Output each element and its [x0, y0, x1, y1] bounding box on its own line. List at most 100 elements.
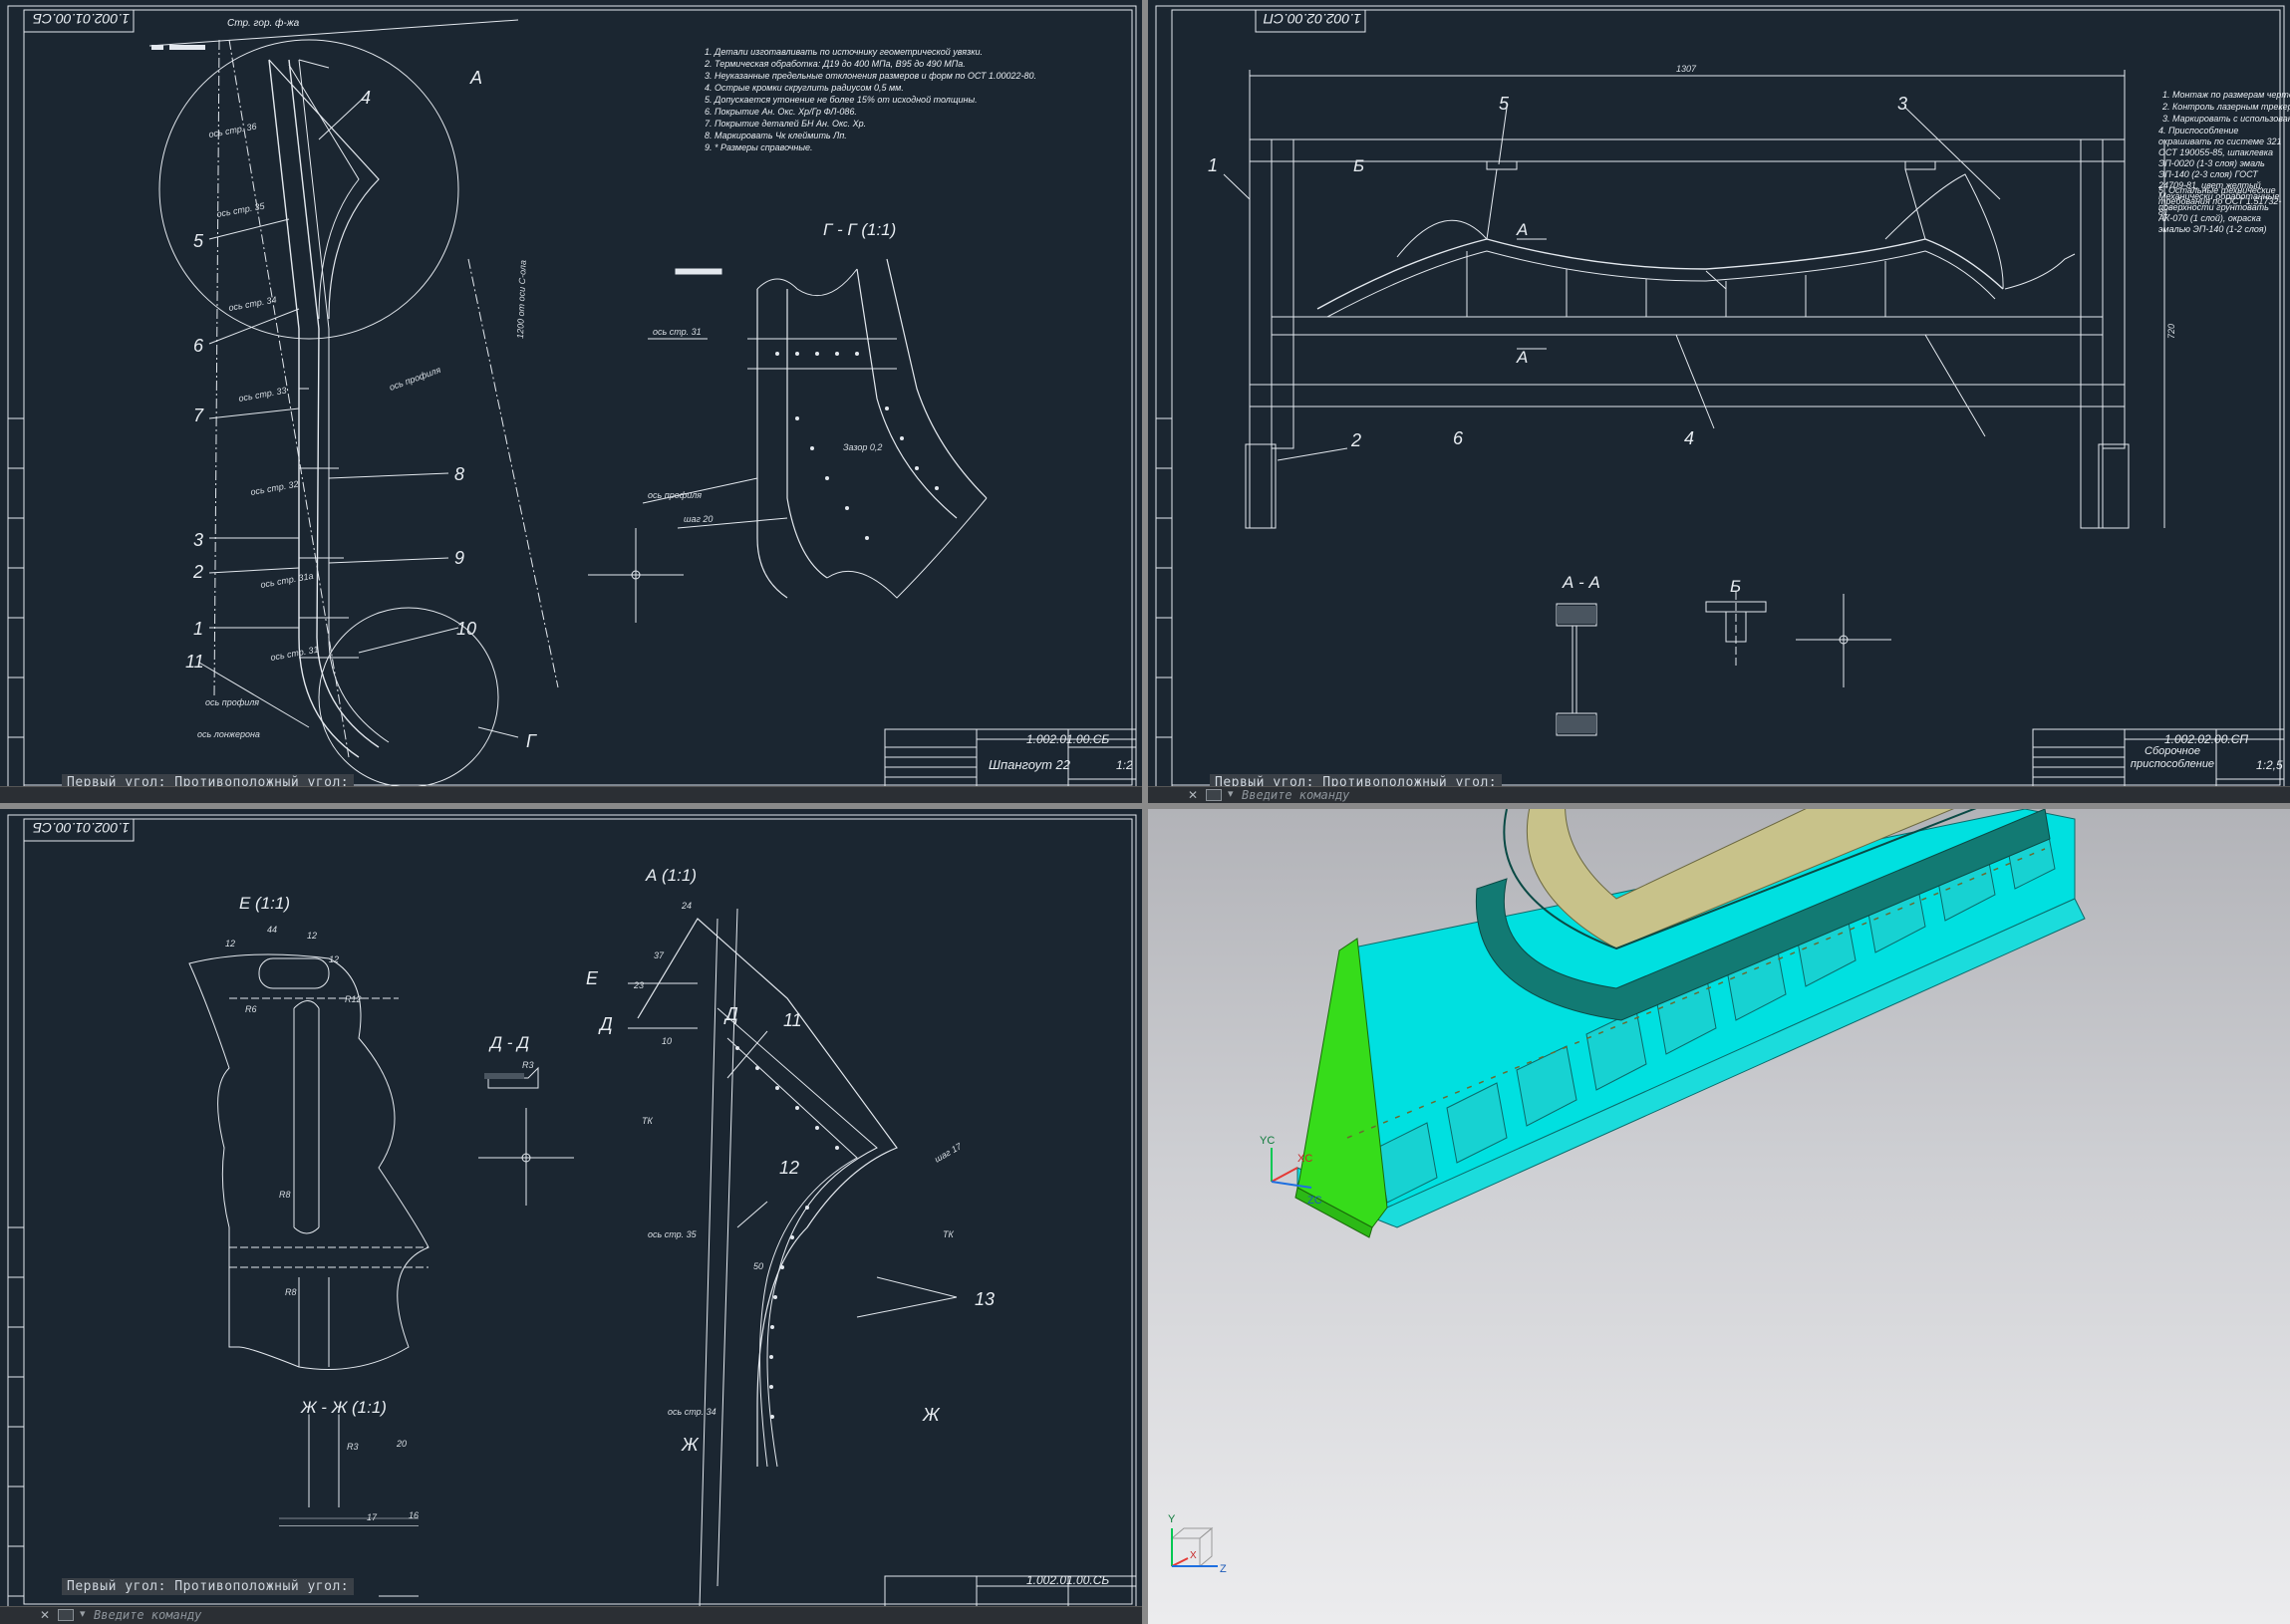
svg-text:5. Допускается утонение не бол: 5. Допускается утонение не более 15% от …: [705, 95, 978, 105]
view-e-title: Е (1:1): [239, 894, 290, 913]
command-input[interactable]: Введите команду: [94, 1608, 202, 1622]
cap-strip: [1526, 809, 1954, 949]
inner-strip: [1475, 809, 2051, 1021]
sheet-2-stamp-code: 1.002.02.00.СП: [2164, 732, 2248, 746]
close-icon[interactable]: ✕: [1188, 788, 1199, 802]
chevron-down-icon[interactable]: ▾: [80, 1608, 86, 1620]
detail-circle-a: [158, 39, 459, 340]
svg-text:2. Контроль лазерным трекером: 2. Контроль лазерным трекером LTD - 600: [2161, 102, 2290, 112]
viewport-sheet-2[interactable]: 1.002.02.00.СП 1307 720 1. Монтаж по раз…: [1148, 0, 2290, 803]
svg-text:шаг 17: шаг 17: [933, 1141, 964, 1165]
section-zhzh-title: Ж - Ж (1:1): [300, 1398, 387, 1417]
svg-text:ТК: ТК: [943, 1229, 954, 1239]
overall-height: 720: [2166, 324, 2176, 339]
svg-text:А: А: [1516, 220, 1528, 239]
sheet-2-balloons: 1 2 3 4 5 6: [1208, 94, 1907, 450]
svg-text:ZC: ZC: [1307, 1195, 1322, 1207]
svg-text:X: X: [1190, 1550, 1197, 1561]
svg-text:50: 50: [753, 1261, 763, 1271]
svg-text:17: 17: [367, 1512, 378, 1522]
command-bar[interactable]: ✕ ▾ Введите команду: [0, 1606, 1142, 1624]
svg-text:ось профиля: ось профиля: [388, 365, 441, 393]
section-title-g: Г - Г (1:1): [823, 220, 896, 239]
sheet-1-axis-labels: ось стр. 36 ось стр. 35 ось стр. 34 ось …: [197, 122, 528, 739]
svg-text:Б: Б: [1353, 156, 1364, 175]
sheet-2-mirror-code: 1.002.02.00.СП: [1263, 11, 1361, 27]
sheet-3-letters: Е Д Д Ж Ж: [586, 968, 941, 1455]
svg-text:Д: Д: [598, 1014, 613, 1034]
svg-text:2: 2: [1350, 430, 1361, 450]
svg-text:Д: Д: [723, 1004, 738, 1024]
svg-text:1. Детали изготавливать по ист: 1. Детали изготавливать по источнику гео…: [705, 47, 983, 57]
sheet-1-notes: 1. Детали изготавливать по источнику гео…: [704, 47, 1036, 152]
svg-text:ось стр. 35: ось стр. 35: [216, 201, 267, 219]
svg-text:R8: R8: [285, 1287, 297, 1297]
svg-text:А: А: [469, 68, 482, 88]
dimensions-e: 44 12 12 12 R6 R12 R8 R8: [225, 925, 362, 1297]
svg-text:3. Маркировать с использование: 3. Маркировать с использованием трафарет…: [2162, 114, 2290, 124]
sheet-2-part-name: Сборочное приспособление: [2130, 745, 2215, 770]
sheet-2-notes: 1. Монтаж по размерам чертежа. 2. Контро…: [2158, 90, 2290, 234]
svg-text:ось стр. 34: ось стр. 34: [228, 295, 278, 313]
command-icon[interactable]: [58, 1609, 74, 1621]
svg-text:R8: R8: [279, 1190, 291, 1200]
svg-text:3. Неуказанные предельные откл: 3. Неуказанные предельные отклонения раз…: [705, 71, 1036, 81]
section-dd-title: Д - Д: [488, 1033, 529, 1052]
svg-text:Г: Г: [526, 731, 537, 751]
svg-text:ось стр. 32: ось стр. 32: [250, 479, 300, 497]
sheet-1-balloons: А 4 5 6 7 3 2 1 8 9 10 11 Г: [185, 68, 537, 751]
chevron-down-icon[interactable]: ▾: [1228, 788, 1234, 800]
sheet-1-stamp-code: 1.002.01.00.СБ: [1026, 732, 1109, 746]
svg-text:20: 20: [396, 1439, 407, 1449]
svg-text:ось стр. 31: ось стр. 31: [653, 327, 702, 337]
svg-text:4: 4: [361, 88, 371, 108]
wcs-marker: YC XC ZC: [1260, 1135, 1322, 1207]
view-a-title: А (1:1): [645, 866, 697, 885]
svg-text:1. Монтаж по размерам чертежа.: 1. Монтаж по размерам чертежа.: [2162, 90, 2290, 100]
svg-text:ось профиля: ось профиля: [205, 697, 259, 707]
model-3d: YC XC ZC Y X Z: [1168, 809, 2086, 1575]
svg-text:12: 12: [307, 931, 317, 941]
svg-text:3: 3: [1897, 94, 1907, 114]
viewport-sheet-1[interactable]: 1.002.01.00.СБ Стр. гор. ф-жа 1. Детали …: [0, 0, 1142, 803]
svg-text:А: А: [1516, 348, 1528, 367]
dimensions-a: 24 37 23 10 ТК ТК шаг 17 ось стр. 35 ось…: [347, 901, 964, 1522]
overall-width: 1307: [1676, 64, 1697, 74]
command-bar[interactable]: [0, 786, 1142, 803]
svg-text:9. * Размеры справочные.: 9. * Размеры справочные.: [705, 142, 813, 152]
viewport-sheet-3[interactable]: 1.002.01.00.СБ Е (1:1) А (1:1) Д - Д Ж -…: [0, 809, 1142, 1624]
command-input[interactable]: Введите команду: [1242, 788, 1350, 802]
svg-text:10: 10: [662, 1036, 672, 1046]
svg-text:Зазор 0,2: Зазор 0,2: [843, 442, 882, 452]
sheet-frame: [7, 5, 1137, 794]
svg-text:6: 6: [193, 336, 204, 356]
svg-text:R6: R6: [245, 1004, 257, 1014]
svg-text:1: 1: [1208, 155, 1218, 175]
svg-text:9: 9: [454, 548, 464, 568]
svg-text:5: 5: [193, 231, 204, 251]
command-icon[interactable]: [1206, 789, 1222, 801]
view-triad: Y X Z: [1168, 1513, 1227, 1575]
command-bar[interactable]: ✕ ▾ Введите команду: [1148, 786, 2290, 803]
svg-text:YC: YC: [1260, 1135, 1275, 1147]
jig-top-beam: [1249, 138, 2126, 162]
svg-text:R3: R3: [522, 1060, 534, 1070]
svg-text:1: 1: [193, 619, 203, 639]
section-labels: ось стр. 31 ось профиля шаг 20 Зазор 0,2: [648, 327, 882, 524]
svg-text:12: 12: [225, 939, 235, 948]
svg-text:ось стр. 34: ось стр. 34: [668, 1407, 716, 1417]
drawing-sheet-2: 1.002.02.00.СП 1307 720 1. Монтаж по раз…: [1155, 5, 2290, 794]
section-b: Б: [1730, 577, 1741, 596]
close-icon[interactable]: ✕: [40, 1608, 51, 1622]
svg-text:8: 8: [454, 464, 464, 484]
viewport-3d-model[interactable]: YC XC ZC Y X Z: [1148, 809, 2290, 1624]
svg-text:2: 2: [192, 562, 203, 582]
svg-text:3: 3: [193, 530, 203, 550]
svg-text:16: 16: [409, 1510, 419, 1520]
svg-text:ось стр. 35: ось стр. 35: [648, 1229, 698, 1239]
sheet-1-scale: 1:2: [1116, 758, 1133, 772]
svg-text:8. Маркировать Чк клеймить Лп.: 8. Маркировать Чк клеймить Лп.: [705, 131, 847, 140]
sheet-1-part-name: Шпангоут 22: [989, 757, 1071, 772]
svg-text:12: 12: [329, 954, 339, 964]
svg-text:2. Термическая обработка: Д19: 2. Термическая обработка: Д19 до 400 МПа…: [704, 59, 966, 69]
